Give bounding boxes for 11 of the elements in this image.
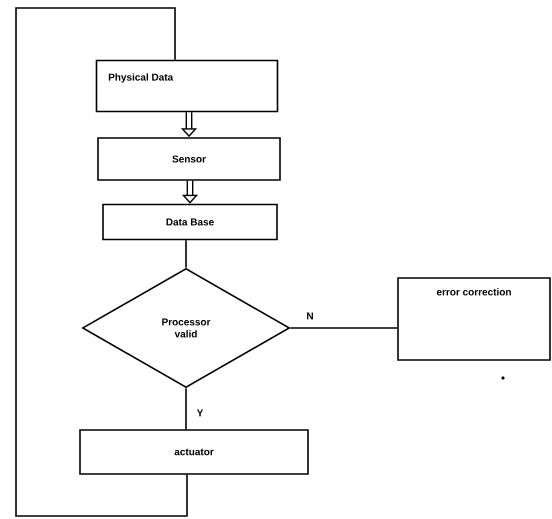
connector-line bbox=[15, 7, 188, 517]
process-box: Physical Data bbox=[96, 60, 278, 112]
connector-line bbox=[185, 240, 187, 268]
edge-label: N bbox=[305, 312, 315, 320]
connector-line bbox=[185, 388, 187, 430]
process-box: error correction bbox=[397, 277, 551, 361]
process-box: actuator bbox=[79, 429, 309, 475]
process-box: Data Base bbox=[102, 204, 278, 240]
connector-line bbox=[290, 327, 398, 329]
process-box: Sensor bbox=[97, 137, 281, 181]
edge-label: Y bbox=[196, 408, 204, 418]
